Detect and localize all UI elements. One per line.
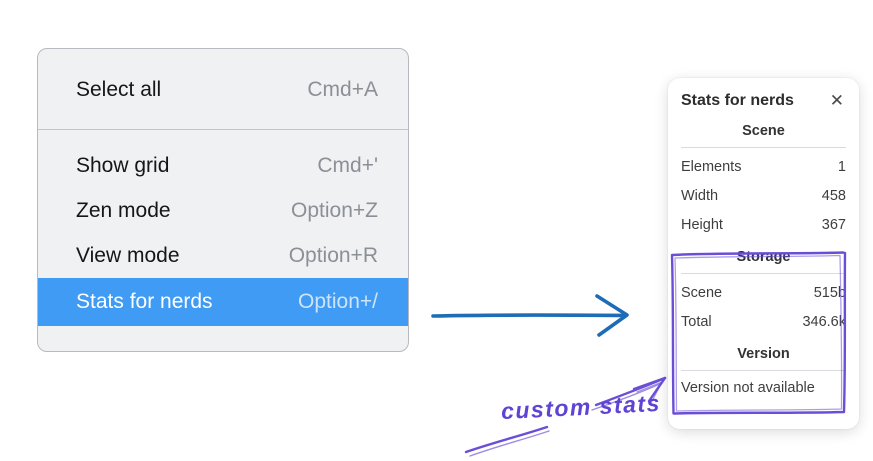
context-menu: Select all Cmd+A Show grid Cmd+' Zen mod… [37,48,409,352]
menu-item-shortcut: Option+/ [298,290,378,313]
stat-value: 1 [837,159,846,175]
stats-section-version: Version Version not available [681,346,846,400]
stats-panel-header: Stats for nerds ✕ [681,91,846,110]
close-icon[interactable]: ✕ [829,91,844,110]
menu-item-shortcut: Cmd+A [307,78,378,101]
menu-item-shortcut: Option+Z [291,198,378,222]
section-divider [681,370,846,371]
flow-arrow [431,294,629,337]
version-note: Version not available [681,380,815,396]
menu-item-zen-mode[interactable]: Zen mode Option+Z [38,188,408,233]
stats-section-scene: Scene Elements 1 Width 458 Height 367 [681,123,846,240]
stat-label: Height [681,217,723,233]
stat-value: 458 [821,188,846,204]
stats-panel: Stats for nerds ✕ Scene Elements 1 Width… [668,78,859,429]
stat-label: Elements [681,159,742,175]
stat-value: 346.6k [802,314,846,330]
menu-item-label: Show grid [76,153,170,177]
menu-item-label: View mode [76,243,180,267]
menu-item-shortcut: Cmd+' [317,153,378,177]
menu-item-shortcut: Option+R [288,243,378,267]
menu-item-show-grid[interactable]: Show grid Cmd+' [38,143,408,188]
stat-label: Width [681,188,719,204]
stats-panel-title: Stats for nerds [681,91,794,109]
section-divider [681,273,846,274]
stats-section-storage: Storage Scene 515b Total 346.6k [681,249,846,337]
menu-divider [38,129,408,130]
section-heading: Scene [742,123,785,139]
menu-item-stats-for-nerds[interactable]: Stats for nerds Option+/ [38,278,408,326]
section-divider [681,147,846,148]
section-heading: Version [737,346,790,362]
menu-group: Show grid Cmd+' Zen mode Option+Z View m… [38,130,408,326]
menu-item-label: Zen mode [76,198,171,222]
menu-item-label: Stats for nerds [76,290,213,313]
menu-item-view-mode[interactable]: View mode Option+R [38,233,408,278]
stat-label: Total [681,314,712,330]
stat-value: 515b [813,285,846,301]
stat-row-width: Width 458 [681,182,846,211]
stat-label: Scene [681,285,723,301]
stat-row-height: Height 367 [681,211,846,240]
menu-item-select-all[interactable]: Select all Cmd+A [38,61,408,119]
custom-stats-annotation: custom stats [500,389,662,425]
section-heading: Storage [736,249,791,265]
stat-row-scene-size: Scene 515b [681,279,846,308]
stat-value: 367 [821,217,846,233]
menu-item-label: Select all [76,78,162,101]
stat-row-total-size: Total 346.6k [681,308,846,337]
stat-row-elements: Elements 1 [681,153,846,182]
